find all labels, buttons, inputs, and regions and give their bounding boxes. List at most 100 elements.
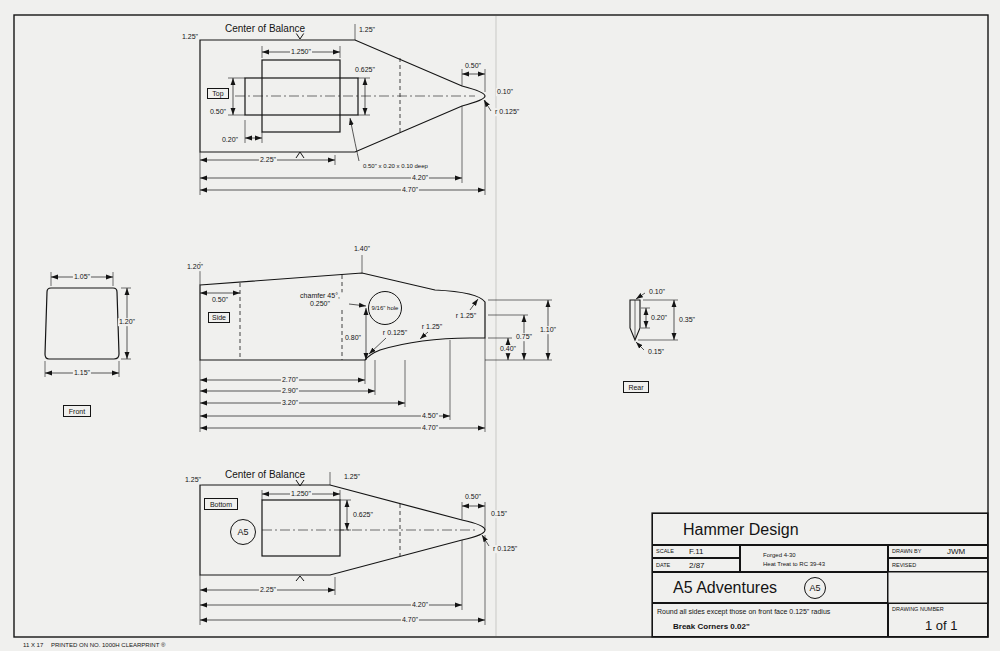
- dimension-label: 1.25": [358, 26, 376, 34]
- view-note: Center of Balance: [224, 469, 306, 480]
- leader-line: [350, 118, 359, 161]
- dimension-label: 1.250": [290, 490, 312, 498]
- dimension-label: 0.10": [648, 288, 666, 296]
- center-line: [235, 96, 475, 530]
- view-name: Front: [69, 408, 85, 415]
- rear-view: [635, 300, 636, 338]
- material-note: Forged 4-30: [763, 552, 796, 558]
- title-block: [652, 513, 988, 637]
- rear-view: [630, 300, 640, 340]
- title-field: 1 of 1: [925, 619, 958, 632]
- bottom-view: [200, 485, 485, 575]
- dimension-label: 0.15": [490, 510, 508, 518]
- title-field: F.11: [689, 548, 704, 556]
- balance-mark: [296, 152, 304, 158]
- dimension-line: [365, 78, 366, 115]
- title-cell: REVISED: [888, 558, 988, 572]
- dimension-line: [347, 500, 348, 530]
- dimension-label: 0.50": [209, 108, 227, 116]
- side-view: [200, 273, 485, 360]
- callout-note: 0.50" x 0.20 x 0.10 deep: [362, 163, 429, 170]
- dimension-label: 1.25": [184, 476, 202, 484]
- leader-line: [470, 299, 478, 310]
- view-name-box: Front: [63, 405, 91, 417]
- bottom-view: [262, 500, 340, 556]
- view-name: Side: [212, 314, 226, 321]
- title-field: DRAWING NUMBER: [892, 607, 944, 613]
- front-view: [45, 288, 119, 359]
- dimension-label: r 0.125": [492, 545, 518, 553]
- hole-size: 9/16" hole: [372, 305, 399, 311]
- title-field: JWM: [947, 548, 965, 556]
- logo-circle: A5: [230, 519, 256, 545]
- dimension-line: [462, 74, 485, 75]
- dimension-label: 0.50": [464, 62, 482, 70]
- leader-line: [349, 304, 366, 306]
- title-field: SCALE: [656, 549, 674, 555]
- dimension-label: 0.625": [352, 511, 374, 519]
- dimension-label: 2.25": [259, 156, 277, 164]
- hole-circle: 9/16" hole: [368, 291, 402, 325]
- top-view: [200, 40, 485, 152]
- dimension-label: 1.20": [118, 318, 136, 326]
- leader-line: [636, 342, 644, 350]
- title-cell: Round all sides except those on front fa…: [652, 603, 888, 637]
- title-cell: A5 AdventuresA5: [652, 572, 888, 603]
- dimension-label: 0.15": [647, 348, 665, 356]
- view-name-box: Top: [207, 88, 229, 99]
- dimension-line: [245, 138, 262, 139]
- view-name: Bottom: [210, 501, 232, 508]
- dimension-label: 4.70": [421, 424, 439, 432]
- general-note: Break Corners 0.02": [673, 623, 750, 631]
- title-cell: Forged 4-30Heat Treat to RC 39-43: [740, 545, 888, 572]
- dimension-label: 1.250": [290, 48, 312, 56]
- title-block: [888, 572, 988, 603]
- center-line: [262, 530, 475, 531]
- title-field: REVISED: [892, 563, 916, 569]
- hidden-line: [342, 275, 343, 360]
- balance-mark: [296, 576, 304, 581]
- drawing-art: [14, 15, 988, 637]
- title-field: DATE: [656, 563, 670, 569]
- dimension-label: 4.70": [401, 186, 419, 194]
- dimension-label: 1.15": [73, 369, 91, 377]
- dimension-label: 0.625": [354, 66, 376, 74]
- dimension-label: 3.20": [281, 399, 299, 407]
- title-block: [652, 513, 988, 637]
- view-name: Rear: [628, 384, 643, 391]
- dimension-label: r 0.125": [382, 329, 408, 337]
- dimension-label: 4.50": [421, 412, 439, 420]
- dimension-label: 0.40": [499, 345, 517, 353]
- dimension-label: 0.80": [344, 334, 362, 342]
- center-line: [235, 96, 475, 97]
- logo-circle: A5: [804, 577, 826, 599]
- top-view: [200, 40, 485, 152]
- dimension-label: r 1.25": [455, 312, 477, 320]
- dimension-line: [674, 300, 675, 340]
- rear-view: [630, 300, 640, 340]
- dimension-label: r 1.25": [421, 323, 443, 331]
- title-cell: DRAWING NUMBER 1 of 1: [888, 603, 988, 637]
- leader-line: [349, 100, 645, 546]
- title-cell: SCALE F.11: [652, 545, 740, 558]
- logo-text: A5: [237, 528, 248, 537]
- title-field: 2/87: [689, 562, 705, 570]
- dimension-line: [233, 78, 234, 115]
- extension-line: [638, 300, 678, 340]
- dimension-label: 1.10": [539, 326, 557, 334]
- material-note: Heat Treat to RC 39-43: [763, 561, 825, 567]
- dimension-label: 4.20": [411, 601, 429, 609]
- hidden-line: [240, 283, 241, 360]
- view-name: Top: [212, 90, 223, 97]
- dimension-label: 0.75": [515, 333, 533, 341]
- sheet-imprint: 11 X 17: [22, 642, 44, 649]
- leader-line: [636, 293, 645, 299]
- extension-line: [200, 255, 552, 432]
- leader-line: [484, 100, 491, 111]
- hidden-line: [400, 504, 401, 556]
- balance-mark: [296, 33, 304, 39]
- dimension-line: [200, 416, 450, 417]
- dimension-label: r 0.125": [494, 108, 520, 116]
- dimension-line: [45, 52, 674, 620]
- dimension-label: 1.40": [353, 245, 371, 253]
